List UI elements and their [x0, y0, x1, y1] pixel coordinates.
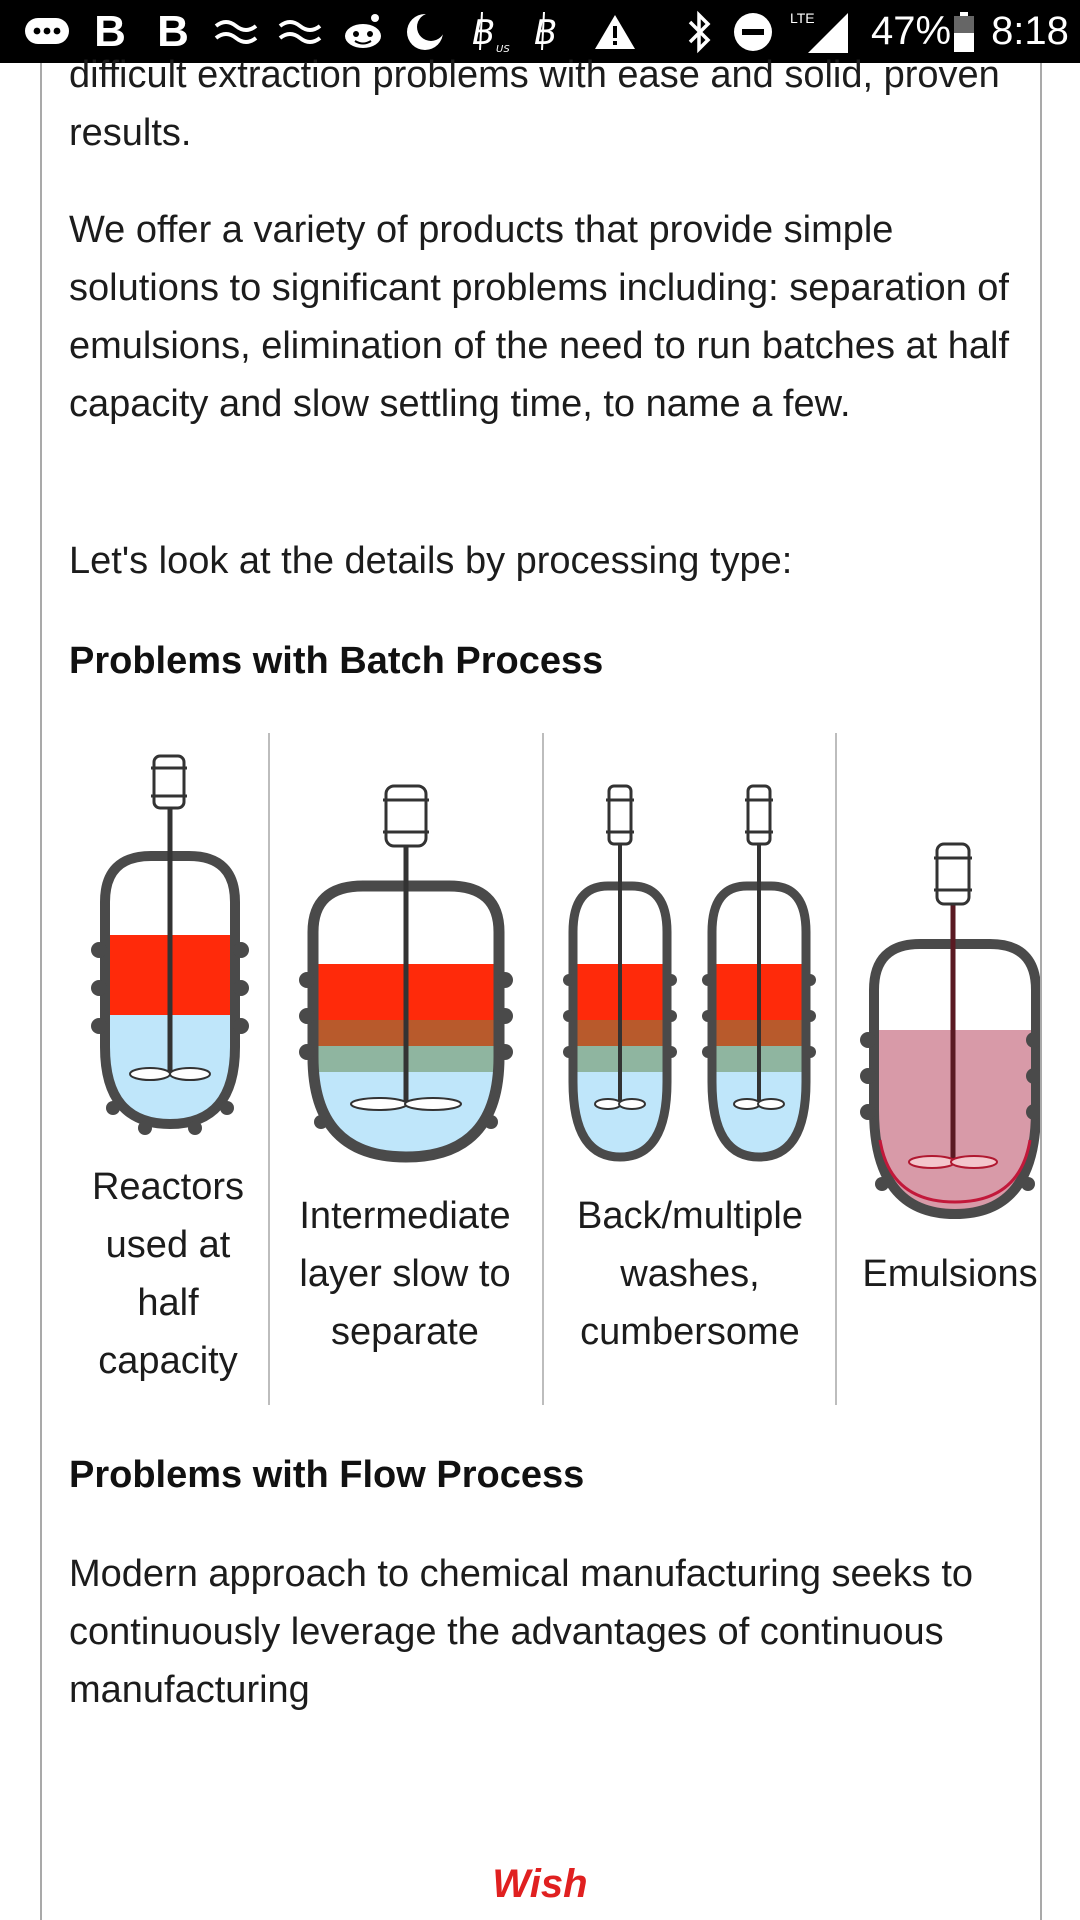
flow-process-heading: Problems with Flow Process	[69, 1454, 585, 1496]
caption-intermediate-layer: Intermediate layer slow to separate	[299, 1195, 511, 1353]
bluetooth-icon	[676, 0, 722, 63]
svg-text:US: US	[496, 44, 510, 54]
details-intro: Let's look at the details by processing …	[69, 540, 793, 582]
batch-process-heading: Problems with Batch Process	[69, 640, 604, 682]
intro-paragraph-tail: difficult extraction problems with ease …	[69, 54, 1000, 154]
reactor-wash-two-image	[702, 784, 816, 1162]
column-divider	[268, 733, 270, 1405]
caption-emulsions: Emulsions	[862, 1253, 1038, 1295]
warning-icon	[590, 0, 640, 63]
flow-paragraph: Modern approach to chemical manufacturin…	[69, 1553, 974, 1711]
reactor-half-capacity-image	[91, 754, 249, 1135]
svg-text:B: B	[472, 13, 495, 53]
reactor-emulsion-image	[860, 842, 1040, 1220]
caption-multiple-washes: Back/multiple washes, cumbersome	[577, 1195, 803, 1353]
content-border-left	[40, 63, 42, 1920]
column-divider	[542, 733, 544, 1405]
do-not-disturb-icon	[728, 0, 778, 63]
reactor-wash-one-image	[563, 784, 677, 1162]
battery-icon	[950, 0, 978, 63]
column-divider	[835, 733, 837, 1405]
messages-icon	[20, 0, 74, 63]
reddit-icon	[338, 0, 388, 63]
moon-icon	[400, 0, 450, 63]
wave-icon	[274, 0, 326, 63]
signal-icon: LTE	[786, 0, 854, 63]
reactor-intermediate-layer-image	[299, 784, 513, 1163]
bitcoin-icon: B	[526, 0, 574, 63]
svg-text:B: B	[534, 13, 557, 53]
bold-b-icon: B	[157, 6, 189, 56]
clock: 8:18	[991, 9, 1069, 53]
wave-icon	[210, 0, 262, 63]
battery-percent: 47%	[870, 9, 952, 53]
offer-paragraph: We offer a variety of products that prov…	[69, 209, 1010, 425]
caption-half-capacity: Reactors used at half capacity	[91, 1166, 245, 1382]
content-border-right	[1040, 63, 1042, 1920]
bold-b-icon: B	[94, 6, 126, 56]
wish-logo[interactable]: Wish	[492, 1862, 588, 1906]
